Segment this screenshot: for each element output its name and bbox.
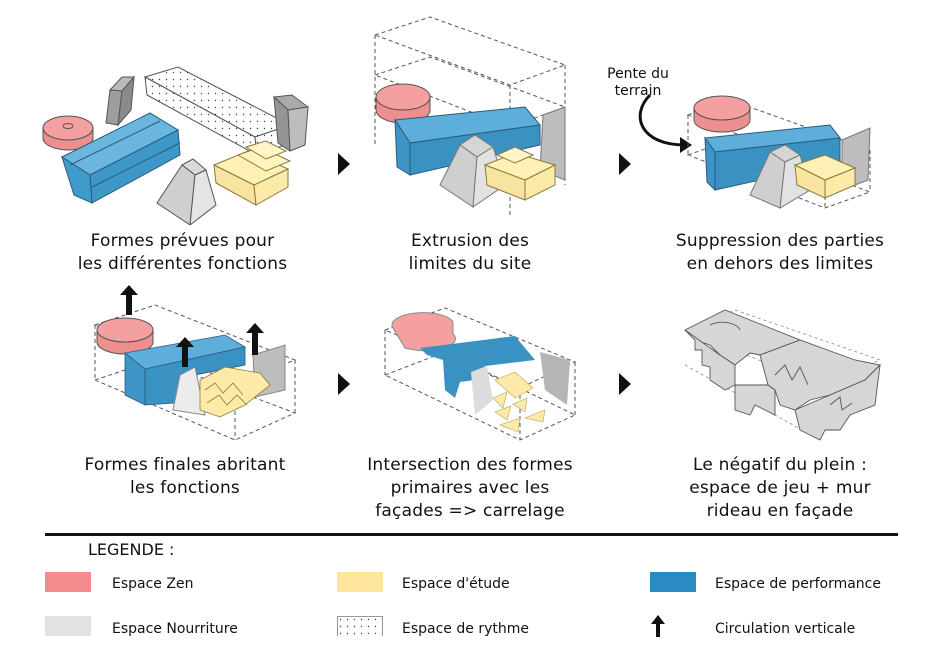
step-3-suppression: [630, 80, 890, 230]
nourriture-frustum: [471, 366, 493, 415]
step-3-caption: Suppression des parties en dehors des li…: [675, 231, 885, 274]
legend-swatch-performance: [650, 572, 696, 592]
legend-label-performance: Espace de performance: [715, 576, 881, 592]
zen-disc: [693, 95, 751, 133]
step-6-drawing: [683, 309, 882, 441]
step-5-caption: Intersection des formes primaires avec l…: [367, 455, 573, 521]
step-2-extrusion: [365, 15, 575, 225]
etude-steps: [483, 146, 557, 201]
step-4-final-forms: [85, 285, 315, 445]
step-5-intersection: [375, 300, 600, 445]
legend-swatch-nourriture: [45, 616, 91, 636]
nourriture-slab: [105, 75, 136, 127]
legend-label-zen: Espace Zen: [112, 576, 194, 592]
etude-steps: [793, 154, 857, 199]
legend-label-circulation: Circulation verticale: [715, 621, 856, 637]
step-3-drawing: [638, 93, 872, 209]
nourriture-slab: [540, 352, 570, 405]
step-1-caption: Formes prévues pour les différentes fonc…: [77, 231, 288, 274]
legend-title: LEGENDE :: [88, 540, 175, 559]
legend-swatch-zen: [45, 572, 91, 592]
legend-label-nourriture: Espace Nourriture: [112, 621, 238, 637]
step-arrow-icon: [338, 153, 350, 175]
nourriture-frustum: [172, 366, 206, 416]
nourriture-frustum: [156, 158, 217, 227]
zen-disc: [42, 115, 94, 151]
step-6-caption: Le négatif du plein : espace de jeu + mu…: [689, 455, 871, 521]
legend-divider: [45, 533, 898, 536]
performance-volume: [420, 336, 535, 398]
legend-label-etude: Espace d'étude: [402, 576, 510, 592]
etude-tiles: [492, 371, 546, 433]
step-arrow-icon: [338, 373, 350, 395]
negative-volume: [684, 309, 881, 441]
step-1-forms: [30, 55, 330, 227]
step-2-caption: Extrusion des limites du site: [408, 231, 532, 274]
nourriture-box: [272, 94, 310, 152]
step-2-drawing: [373, 16, 567, 215]
step-5-drawing: [383, 307, 577, 441]
nourriture-slab: [539, 106, 566, 181]
legend-swatch-etude: [337, 572, 383, 592]
zen-disc: [375, 83, 431, 124]
step-4-caption: Formes finales abritant les fonctions: [84, 455, 286, 498]
step-arrow-icon: [619, 373, 631, 395]
legend-label-rythme: Espace de rythme: [402, 621, 529, 637]
step-6-negative: [680, 305, 890, 445]
etude-volume: [199, 366, 271, 418]
vertical-circulation-arrow-icon: [651, 615, 665, 637]
performance-bar: [60, 112, 181, 204]
vertical-circulation-arrow-icon: [120, 285, 264, 367]
step-1-drawing: [42, 66, 310, 227]
step-arrow-icon: [619, 153, 631, 175]
zen-disc: [96, 317, 154, 355]
slope-arrow-icon: [638, 93, 686, 147]
legend-swatch-rythme: [337, 616, 383, 636]
etude-steps: [212, 140, 292, 206]
step-4-drawing: [93, 285, 297, 441]
